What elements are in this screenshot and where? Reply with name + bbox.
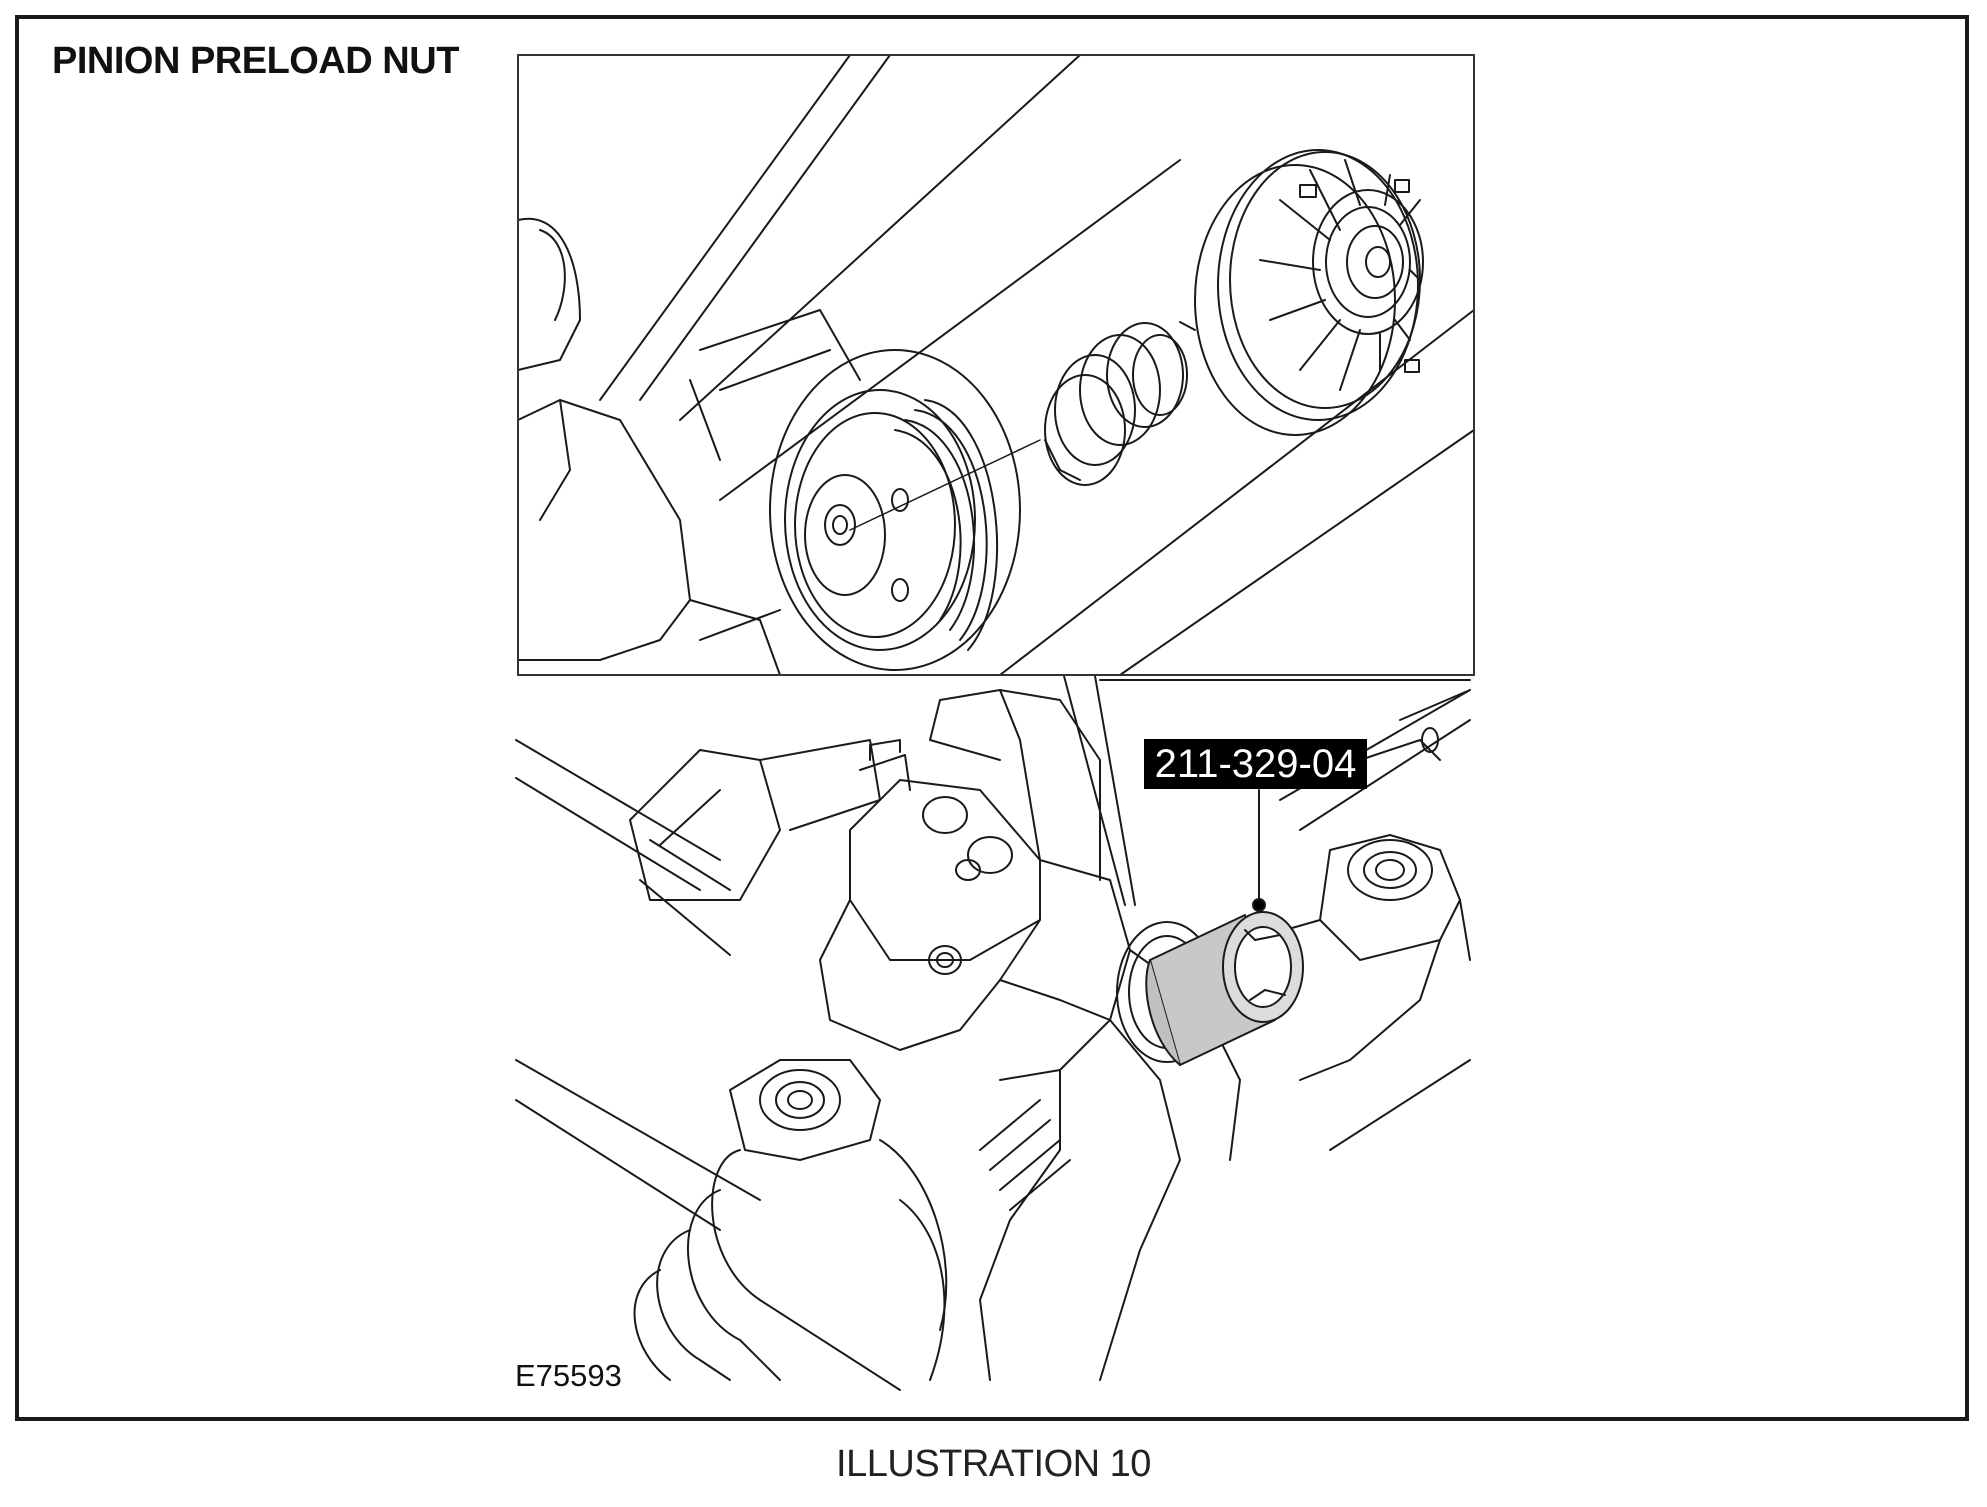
tool-number-label: 211-329-04 <box>1144 739 1367 789</box>
illustration-frame <box>15 15 1969 1421</box>
diagram-title: PINION PRELOAD NUT <box>52 40 459 82</box>
special-tool-211-329-04 <box>1145 911 1304 1066</box>
figure-id: E75593 <box>515 1358 622 1393</box>
illustration-caption: ILLUSTRATION 10 <box>836 1443 1151 1485</box>
rack-housing-view <box>515 675 1471 1391</box>
inset-detail-view <box>517 54 1475 676</box>
